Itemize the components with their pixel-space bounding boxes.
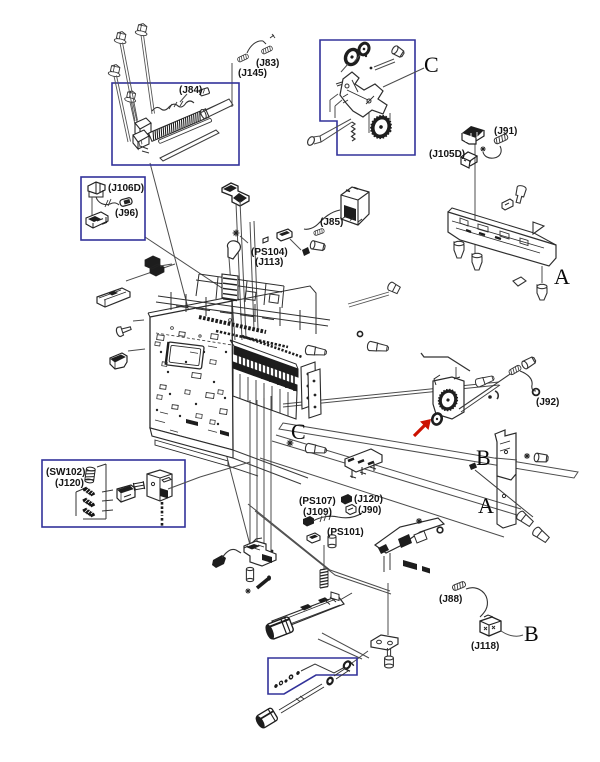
svg-text:(SW102): (SW102) <box>46 467 85 478</box>
svg-text:(PS104): (PS104) <box>251 247 288 258</box>
svg-text:A: A <box>478 493 494 518</box>
svg-text:(J83): (J83) <box>256 58 279 69</box>
svg-text:(J120): (J120) <box>354 494 383 505</box>
svg-text:(J120): (J120) <box>55 478 84 489</box>
svg-text:C: C <box>291 419 306 444</box>
svg-text:(J92): (J92) <box>536 397 559 408</box>
svg-text:(J84): (J84) <box>179 85 202 96</box>
svg-text:(J88): (J88) <box>439 594 462 605</box>
svg-text:(J106D): (J106D) <box>108 183 144 194</box>
svg-text:B: B <box>524 621 539 646</box>
svg-text:A: A <box>554 264 570 289</box>
svg-text:C: C <box>424 52 439 77</box>
svg-text:(J113): (J113) <box>255 257 283 268</box>
svg-text:(J91): (J91) <box>494 126 517 137</box>
svg-text:(J90): (J90) <box>358 505 381 516</box>
svg-text:(J96): (J96) <box>115 208 138 219</box>
svg-text:(J118): (J118) <box>471 641 499 652</box>
svg-text:(J85): (J85) <box>320 217 343 228</box>
svg-text:B: B <box>476 445 491 470</box>
svg-text:(J109): (J109) <box>303 507 332 518</box>
svg-text:(PS101): (PS101) <box>327 527 364 538</box>
svg-text:(J105D): (J105D) <box>429 149 465 160</box>
svg-text:(J145): (J145) <box>238 68 267 79</box>
svg-text:(PS107): (PS107) <box>299 496 336 507</box>
